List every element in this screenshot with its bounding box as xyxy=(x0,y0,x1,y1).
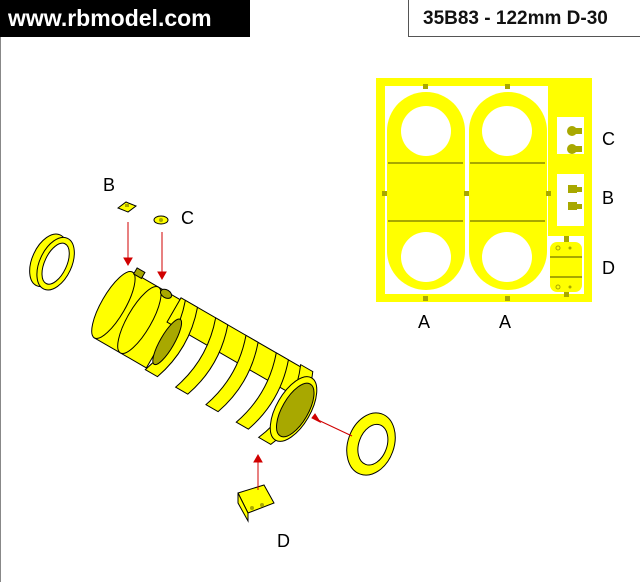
part-c-fret xyxy=(567,126,582,154)
muzzle-brake xyxy=(91,267,318,445)
part-b-fret xyxy=(568,185,582,210)
part-b xyxy=(116,201,138,213)
fret-label-a-2: A xyxy=(499,312,512,332)
fret-label-c: C xyxy=(602,129,615,149)
rear-ring xyxy=(29,233,75,291)
photo-etch-fret xyxy=(376,78,592,302)
assembly-arrows xyxy=(123,222,353,490)
part-c xyxy=(153,215,169,225)
kit-title: 35B83 - 122mm D-30 xyxy=(408,0,640,37)
assembly-label-d: D xyxy=(277,531,290,551)
page-border xyxy=(0,37,1,582)
part-a-2 xyxy=(469,92,547,290)
assembly-label-c: C xyxy=(181,208,194,228)
part-d xyxy=(237,484,275,523)
front-ring xyxy=(346,412,396,476)
website-banner: www.rbmodel.com xyxy=(0,0,250,37)
assembly-label-b: B xyxy=(103,175,116,195)
part-d-fret xyxy=(550,236,582,297)
fret-label-a-1: A xyxy=(418,312,431,332)
part-a-1 xyxy=(387,92,465,290)
fret-label-b: B xyxy=(602,188,615,208)
fret-label-d: D xyxy=(602,258,615,278)
